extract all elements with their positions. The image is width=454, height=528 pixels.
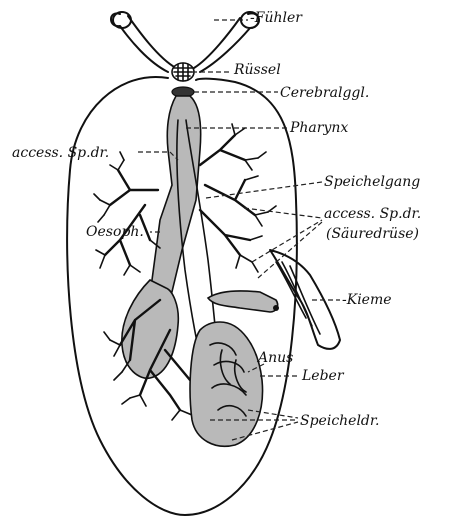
label-kieme: -Kieme (342, 292, 392, 308)
label-access-sp-dr-left: access. Sp.dr. (12, 145, 109, 161)
label-pharynx: Pharynx (289, 120, 348, 136)
label-anus: Anus (256, 350, 293, 366)
label-access-sp-dr-right: access. Sp.dr. (324, 206, 421, 222)
label-leber: Leber (301, 368, 345, 384)
label-ruessel: Rüssel (233, 62, 281, 78)
label-speichelgang: Speichelgang (324, 174, 420, 190)
label-saeuredruese: (Säuredrüse) (326, 226, 419, 242)
label-speicheldr: Speicheldr. (300, 413, 380, 429)
label-cerebralggl: Cerebralggl. (280, 85, 369, 101)
proboscis (172, 63, 194, 97)
label-oesoph: Oesoph. (86, 224, 144, 240)
label-fuehler: -Fühler (250, 10, 303, 26)
liver (190, 322, 262, 446)
